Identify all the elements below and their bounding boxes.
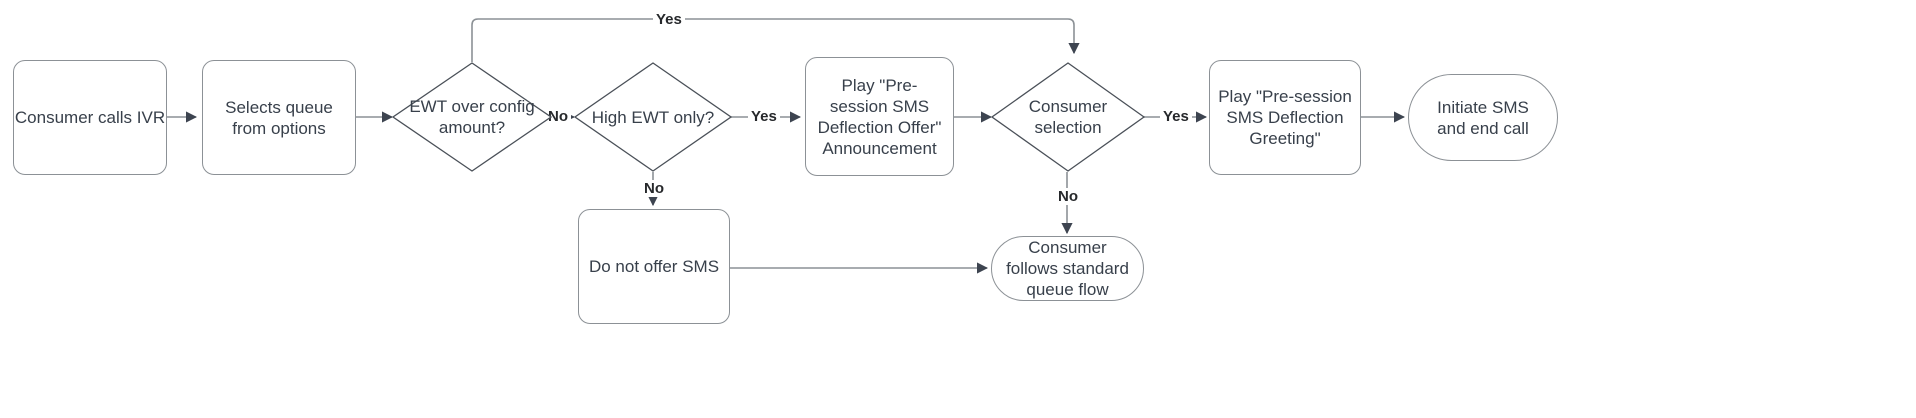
node-consumer-calls-ivr[interactable]: Consumer calls IVR [13, 60, 167, 175]
edge-n3-n5-yes [471, 18, 1080, 62]
node-label: Consumer calls IVR [14, 108, 166, 127]
edge-label-yes-n6: Yes [1160, 108, 1192, 125]
node-label: Play "Pre-session SMS Deflection Offer" … [817, 75, 942, 158]
node-play-sms-deflection-offer-announcement[interactable]: Play "Pre-session SMS Deflection Offer" … [805, 57, 954, 176]
node-ewt-over-config-amount[interactable]: EWT over config amount? [392, 62, 552, 172]
node-initiate-sms-and-end-call[interactable]: Initiate SMS and end call [1408, 74, 1558, 161]
node-label: EWT over config amount? [409, 97, 535, 137]
node-selects-queue-from-options[interactable]: Selects queue from options [202, 60, 356, 175]
edge-label-yes-n4: Yes [748, 108, 780, 125]
diamond-shape [991, 62, 1145, 172]
edge-label-no-n3: No [545, 108, 571, 125]
node-label: Selects queue from options [225, 97, 333, 138]
node-consumer-selection[interactable]: Consumer selection [991, 62, 1145, 172]
edge-label-yes-n3: Yes [653, 11, 685, 28]
node-play-sms-deflection-greeting[interactable]: Play "Pre-session SMS Deflection Greetin… [1209, 60, 1361, 175]
node-label: Consumer selection [1028, 97, 1108, 137]
edge-label-no-n4: No [641, 180, 667, 197]
node-label: Play "Pre-session SMS Deflection Greetin… [1218, 87, 1352, 148]
edge-label-no-n6: No [1055, 188, 1081, 205]
node-label: Do not offer SMS [588, 257, 720, 276]
node-do-not-offer-sms[interactable]: Do not offer SMS [578, 209, 730, 324]
node-high-ewt-only[interactable]: High EWT only? [574, 62, 732, 172]
node-label: High EWT only? [591, 107, 715, 127]
diamond-shape [574, 62, 732, 172]
node-label: Consumer follows standard queue flow [1006, 238, 1129, 299]
node-label: Initiate SMS and end call [1437, 97, 1529, 138]
node-consumer-follows-standard-queue-flow[interactable]: Consumer follows standard queue flow [991, 236, 1144, 301]
diamond-shape [392, 62, 552, 172]
